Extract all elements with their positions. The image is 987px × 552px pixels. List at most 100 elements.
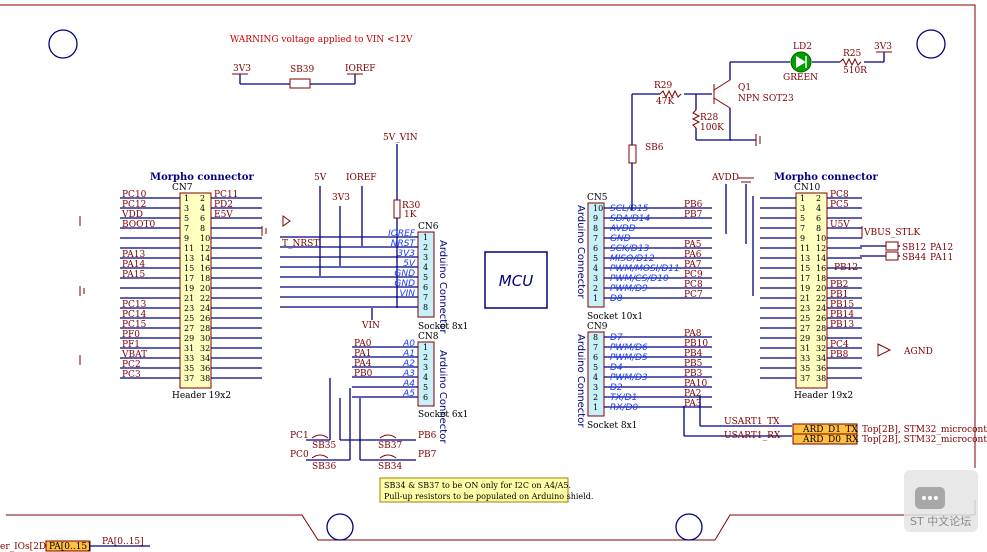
- cn9-net: PB4: [684, 349, 703, 359]
- cn8-net: PA1: [354, 349, 371, 359]
- cn5-signal: SCK/D13: [610, 244, 650, 254]
- net-ioref: IOREF: [345, 64, 376, 74]
- cn10-net-right: PC8: [830, 190, 849, 200]
- cn7-pin-30: 30: [200, 334, 210, 343]
- cn5-footer: Socket 10x1: [587, 312, 643, 322]
- cn7-pin-13: 13: [184, 254, 194, 263]
- cn8-pin-1: 1: [423, 343, 428, 352]
- net-pc0: PC0: [290, 450, 309, 460]
- cn6-ref: CN6: [418, 222, 439, 232]
- cn10-pin-17: 17: [800, 274, 810, 283]
- cn7-pin-15: 15: [184, 264, 194, 273]
- cn5-signal: SCL/D15: [610, 204, 649, 214]
- cn7-net-left: PC13: [122, 300, 147, 310]
- cn10-pin-11: 11: [800, 244, 810, 253]
- cn6-net: T_NRST: [282, 239, 319, 249]
- cn9-signal: D2: [610, 383, 623, 393]
- net-pb12: PB12: [834, 263, 858, 273]
- r30-label: R30: [402, 201, 421, 211]
- sb37-label: SB37: [378, 441, 403, 451]
- cn9-net: PA2: [684, 389, 701, 399]
- mounting-hole: [675, 513, 703, 541]
- cn9-signal: PWM/D5: [610, 353, 648, 363]
- cn5-ref: CN5: [587, 193, 608, 203]
- cn10-title: Morpho connector: [774, 172, 878, 183]
- cn9-signal: D7: [610, 333, 623, 343]
- cn6-footer: Socket 8x1: [418, 322, 468, 332]
- note-box: SB34 & SB37 to be ON only for I2C on A4/…: [379, 477, 593, 503]
- cn10-net-right: PC4: [830, 340, 849, 350]
- cn10-net-right: U5V: [830, 220, 850, 230]
- sheet-ref: er_IOs[2D]: [0, 542, 50, 552]
- cn10-net-right: PB1: [830, 290, 848, 300]
- cn7-net-left: PF0: [122, 330, 140, 340]
- power-nets-middle: 5V_VIN R30 1K 5V IOREF 3V3 VIN: [314, 133, 421, 331]
- cn7-net-right: PC11: [214, 190, 238, 200]
- net-pb7: PB7: [418, 450, 437, 460]
- cn5-signal: PWM/CS/D10: [610, 274, 669, 284]
- cn10-pin-29: 29: [800, 334, 810, 343]
- ard-rx-port: ARD_D0_RX: [802, 435, 859, 445]
- cn10-net-right: PB14: [830, 310, 854, 320]
- cn10-pin-13: 13: [800, 254, 810, 263]
- net-avdd: AVDD: [711, 173, 739, 183]
- cn10-pin-26: 26: [816, 314, 826, 323]
- cn5-signal: PWM/MOSI/D11: [610, 264, 680, 274]
- cn7-pin-17: 17: [184, 274, 194, 283]
- cn7-pin-3: 3: [184, 204, 189, 213]
- cn6-arduino-connector: CN6 1IOREF2NRSTT_NRST33V345V5GND6GND7VIN…: [280, 222, 468, 334]
- cn8-pin-6: 6: [423, 393, 428, 402]
- led-driver-circuit: SB6 R29 47K R28 100K Q1 NPN SOT23 LD2 GR…: [628, 42, 892, 210]
- cn7-pin-21: 21: [184, 294, 194, 303]
- cn6-pin-3: 3: [423, 253, 428, 262]
- r28-label: R28: [700, 113, 719, 123]
- cn7-pin-22: 22: [200, 294, 210, 303]
- cn9-pin-8: 8: [593, 333, 598, 342]
- cn5-signal: GND: [610, 234, 631, 244]
- cn7-net-left: BOOT0: [122, 220, 156, 230]
- cn6-signal: 5V: [403, 259, 416, 269]
- cn7-pin-16: 16: [200, 264, 210, 273]
- cn9-pin-3: 3: [593, 383, 598, 392]
- cn10-pin-12: 12: [816, 244, 826, 253]
- cn7-extras: [79, 215, 291, 365]
- sb34-label: SB34: [378, 462, 403, 472]
- cn7-net-left: PC2: [122, 360, 141, 370]
- cn7-pin-38: 38: [200, 374, 210, 383]
- cn5-net: PA6: [684, 250, 702, 260]
- cn7-net-left: PC15: [122, 320, 147, 330]
- cn8-signal: A0: [402, 339, 415, 349]
- cn5-pin-8: 8: [593, 224, 598, 233]
- mcu-block: MCU: [484, 251, 548, 309]
- net-agnd: AGND: [903, 347, 933, 357]
- cn9-footer: Socket 8x1: [587, 421, 637, 431]
- cn7-pin-26: 26: [200, 314, 210, 323]
- cn5-signal: MISO/D12: [610, 254, 655, 264]
- cn8-signal: A4: [402, 379, 415, 389]
- cn10-pin-8: 8: [816, 224, 821, 233]
- cn8-pin-4: 4: [423, 373, 428, 382]
- sb35-label: SB35: [312, 441, 337, 451]
- ard-tx-port: ARD_D1_TX: [802, 425, 858, 435]
- cn9-signal: PWM/D3: [610, 373, 648, 383]
- cn5-signal: D8: [610, 294, 623, 304]
- cn5-pin-5: 5: [593, 254, 598, 263]
- cn10-right-extras: VBUS_STLK SB12 PA12 SB44 PA11 PB12 AGND: [834, 226, 953, 357]
- ld2-value: GREEN: [783, 73, 818, 83]
- r25-value: 510R: [843, 66, 867, 76]
- cn9-net: PB5: [684, 359, 703, 369]
- cn7-pin-33: 33: [184, 354, 194, 363]
- cn7-pin-37: 37: [184, 374, 194, 383]
- cn9-net: PA8: [684, 329, 702, 339]
- cn5-signal: AVDD: [609, 224, 636, 234]
- sb39-jumper: 3V3 SB39 IOREF: [232, 64, 376, 89]
- watermark-text: ST 中文论坛: [910, 514, 971, 528]
- cn6-pin-8: 8: [423, 303, 428, 312]
- mcu-label: MCU: [499, 272, 533, 290]
- cn9-pin-7: 7: [593, 343, 598, 352]
- cn7-pin-36: 36: [200, 364, 210, 373]
